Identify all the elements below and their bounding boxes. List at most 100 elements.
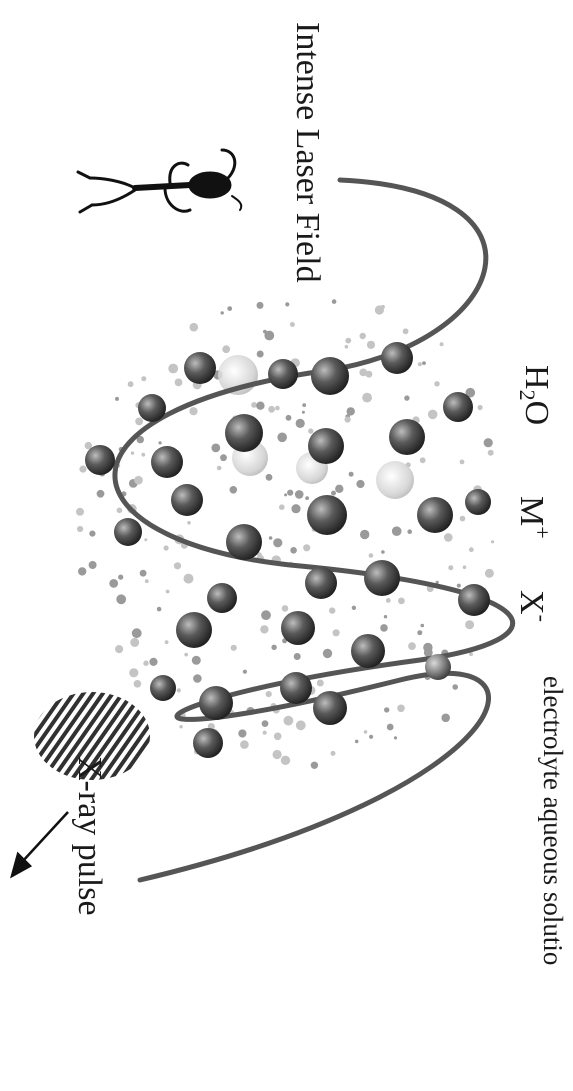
water-molecule: [369, 553, 374, 558]
water-molecule: [448, 565, 453, 570]
water-molecule: [290, 547, 297, 554]
water-molecule: [311, 762, 318, 769]
water-molecule: [381, 550, 385, 554]
water-molecule: [238, 729, 246, 737]
water-base: H: [518, 365, 555, 390]
water-molecule: [240, 740, 249, 749]
water-molecule: [190, 323, 199, 332]
ion: [305, 567, 337, 599]
ion: [381, 342, 413, 374]
anion-species-label: X-: [514, 590, 553, 622]
water-molecule: [273, 538, 282, 547]
ion: [85, 445, 115, 475]
water-molecule: [286, 415, 292, 421]
water-molecule: [230, 486, 238, 494]
water-molecule: [294, 653, 301, 660]
water-molecule: [323, 649, 332, 658]
ion: [268, 359, 298, 389]
water-molecule: [360, 530, 369, 539]
water-molecule: [149, 658, 157, 666]
water-molecule: [281, 756, 290, 765]
solution-label: electrolyte aqueous solutio: [539, 676, 566, 965]
water-molecule: [421, 624, 425, 628]
water-molecule: [143, 661, 148, 666]
water-molecule: [273, 750, 282, 759]
water-molecule: [392, 526, 402, 536]
water-molecule: [380, 624, 388, 632]
water-molecule: [384, 615, 387, 618]
water-molecule: [251, 402, 257, 408]
water-molecule: [243, 670, 247, 674]
water-molecule: [266, 474, 273, 481]
water-molecule: [115, 397, 119, 401]
water-molecule: [159, 441, 162, 444]
water-molecule: [184, 653, 188, 657]
ion: [458, 584, 490, 616]
water-molecule: [175, 379, 183, 387]
water-molecule: [262, 720, 269, 727]
water-molecule: [277, 433, 287, 443]
water-molecule: [115, 645, 123, 653]
ion: [225, 414, 263, 452]
ion: [364, 560, 400, 596]
water-molecule: [347, 407, 355, 415]
anion-base: X: [513, 590, 550, 615]
water-molecule: [332, 299, 337, 304]
ion: [193, 728, 223, 758]
ion: [389, 419, 425, 455]
water-molecule: [211, 444, 220, 453]
water-molecule: [335, 485, 343, 493]
ion: [184, 352, 216, 384]
water-molecule: [268, 406, 275, 413]
ion: [207, 583, 237, 613]
water-molecule: [227, 306, 232, 311]
water-molecule: [168, 364, 178, 374]
water-molecule: [305, 496, 309, 500]
ion: [150, 675, 176, 701]
water-species-label: H2O: [516, 365, 553, 425]
water-molecule: [484, 438, 493, 447]
water-molecule: [76, 508, 84, 516]
water-molecule: [386, 598, 391, 603]
water-molecule: [296, 419, 305, 428]
water-molecule: [434, 381, 439, 386]
water-molecule: [302, 403, 306, 407]
water-molecule: [457, 584, 461, 588]
water-molecule: [352, 606, 356, 610]
water-molecule: [144, 538, 147, 541]
ion: [443, 392, 473, 422]
water-molecule: [78, 567, 86, 575]
water-molecule: [460, 516, 466, 522]
water-molecule: [394, 736, 397, 739]
water-molecule: [491, 540, 494, 543]
cation-species-label: M+: [514, 496, 553, 539]
walking-figure-icon: [78, 150, 241, 212]
water-molecule: [157, 607, 162, 612]
water-molecule: [279, 504, 285, 510]
water-molecule: [329, 607, 335, 613]
water-molecule: [408, 642, 416, 650]
water-molecule: [284, 716, 294, 726]
water-molecule: [192, 656, 201, 665]
water-molecule: [184, 574, 194, 584]
water-molecule: [274, 733, 282, 741]
water-molecule: [261, 610, 271, 620]
water-molecule: [164, 545, 169, 550]
water-molecule: [359, 369, 367, 377]
water-molecule: [166, 590, 170, 594]
ion: [151, 446, 183, 478]
ion: [281, 611, 315, 645]
water-molecule: [403, 328, 409, 334]
ion: [308, 428, 344, 464]
cation-base: M: [513, 496, 550, 526]
water-molecule: [132, 628, 142, 638]
water-molecule: [364, 730, 368, 734]
water-molecule: [141, 376, 146, 381]
ion: [313, 691, 347, 725]
water-molecule: [257, 302, 264, 309]
water-molecule: [345, 417, 351, 423]
water-tail: O: [518, 401, 555, 426]
water-molecule: [460, 460, 465, 465]
water-molecule: [165, 640, 169, 644]
anion-charge: -: [530, 615, 555, 622]
